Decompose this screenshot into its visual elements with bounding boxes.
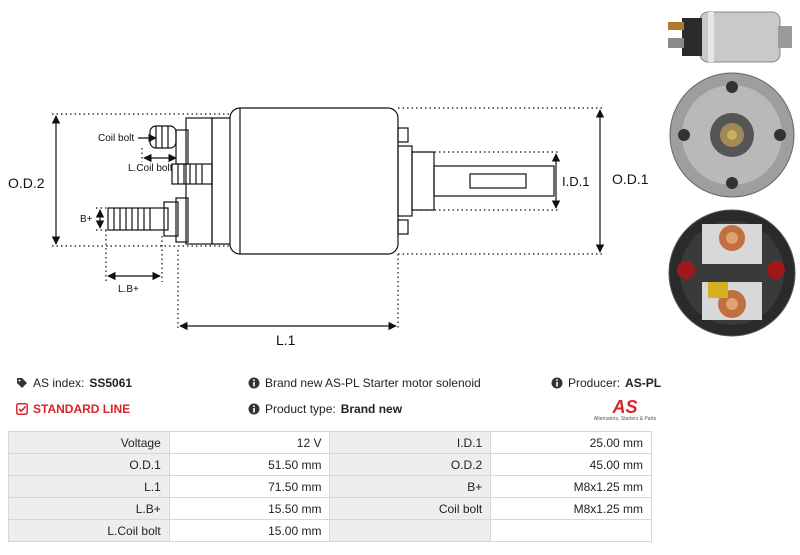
spec-value: 15.50 mm [168, 497, 331, 520]
l-coil-bolt-label: L.Coil bolt [128, 163, 173, 174]
product-type: Product type: Brand new [248, 402, 402, 416]
spec-key: B+ [329, 475, 492, 498]
lb-label: L.B+ [118, 284, 139, 295]
as-pl-logo: AS Alternators, Starters & Parts [592, 398, 658, 426]
od1-label: O.D.1 [612, 171, 649, 187]
table-row: L.Coil bolt 15.00 mm [8, 519, 652, 542]
spec-value: M8x1.25 mm [490, 497, 652, 520]
b-plus-label: B+ [80, 214, 93, 225]
spec-value: 15.00 mm [168, 519, 331, 542]
product-type-label: Product type: [265, 402, 336, 416]
spec-key [329, 519, 492, 542]
spec-key: L.1 [8, 475, 170, 498]
table-row: Voltage 12 V I.D.1 25.00 mm [8, 431, 652, 454]
coil-bolt-label: Coil bolt [98, 133, 134, 144]
product-photo-front [668, 209, 796, 337]
product-info: AS index: SS5061 Brand new AS-PL Starter… [0, 370, 800, 426]
spec-key: O.D.2 [329, 453, 492, 476]
info-icon [248, 377, 260, 389]
product-line-text: STANDARD LINE [33, 402, 131, 416]
spec-value: 71.50 mm [168, 475, 331, 498]
table-row: L.B+ 15.50 mm Coil bolt M8x1.25 mm [8, 497, 652, 520]
specs-table: Voltage 12 V I.D.1 25.00 mm O.D.1 51.50 … [8, 431, 652, 542]
spec-value: 25.00 mm [490, 431, 652, 454]
id1-label: I.D.1 [562, 174, 589, 189]
table-row: L.1 71.50 mm B+ M8x1.25 mm [8, 475, 652, 498]
l1-label: L.1 [276, 332, 296, 348]
producer-value: AS-PL [625, 376, 662, 390]
producer: Producer: AS-PL [551, 376, 661, 390]
product-photo-rear [669, 72, 795, 198]
plunger [433, 165, 555, 197]
spec-key: O.D.1 [8, 453, 170, 476]
spec-key: I.D.1 [329, 431, 492, 454]
checkbox-checked-icon [16, 403, 28, 415]
coil-bolt-shape [149, 125, 177, 149]
plunger-housing [397, 145, 413, 217]
tag-icon [17, 378, 27, 388]
producer-label: Producer: [568, 376, 621, 390]
description: Brand new AS-PL Starter motor solenoid [248, 376, 481, 390]
product-photo-side [668, 11, 792, 63]
spec-key: Voltage [8, 431, 170, 454]
as-index-value: SS5061 [89, 376, 133, 390]
solenoid-body [229, 107, 399, 255]
spec-value: 12 V [168, 431, 331, 454]
spec-value: 51.50 mm [168, 453, 331, 476]
spec-key: L.B+ [8, 497, 170, 520]
as-index: AS index: SS5061 [16, 376, 132, 390]
od2-label: O.D.2 [8, 175, 45, 191]
spec-key: L.Coil bolt [8, 519, 170, 542]
info-icon [248, 403, 260, 415]
info-icon [551, 377, 563, 389]
solenoid-technical-drawing: O.D.2 O.D.1 I.D.1 L.1 L.B+ B+ Coil bolt … [8, 107, 649, 348]
spec-key: Coil bolt [329, 497, 492, 520]
table-row: O.D.1 51.50 mm O.D.2 45.00 mm [8, 453, 652, 476]
spec-value [490, 519, 652, 542]
logo-tagline: Alternators, Starters & Parts [593, 416, 657, 422]
as-index-label: AS index: [33, 376, 85, 390]
product-type-value: Brand new [340, 402, 403, 416]
logo-mark: AS [612, 397, 638, 417]
spec-value: M8x1.25 mm [490, 475, 652, 498]
product-line: STANDARD LINE [16, 402, 130, 416]
solenoid-cap [211, 117, 230, 245]
description-text: Brand new AS-PL Starter motor solenoid [265, 376, 481, 390]
spec-value: 45.00 mm [490, 453, 652, 476]
